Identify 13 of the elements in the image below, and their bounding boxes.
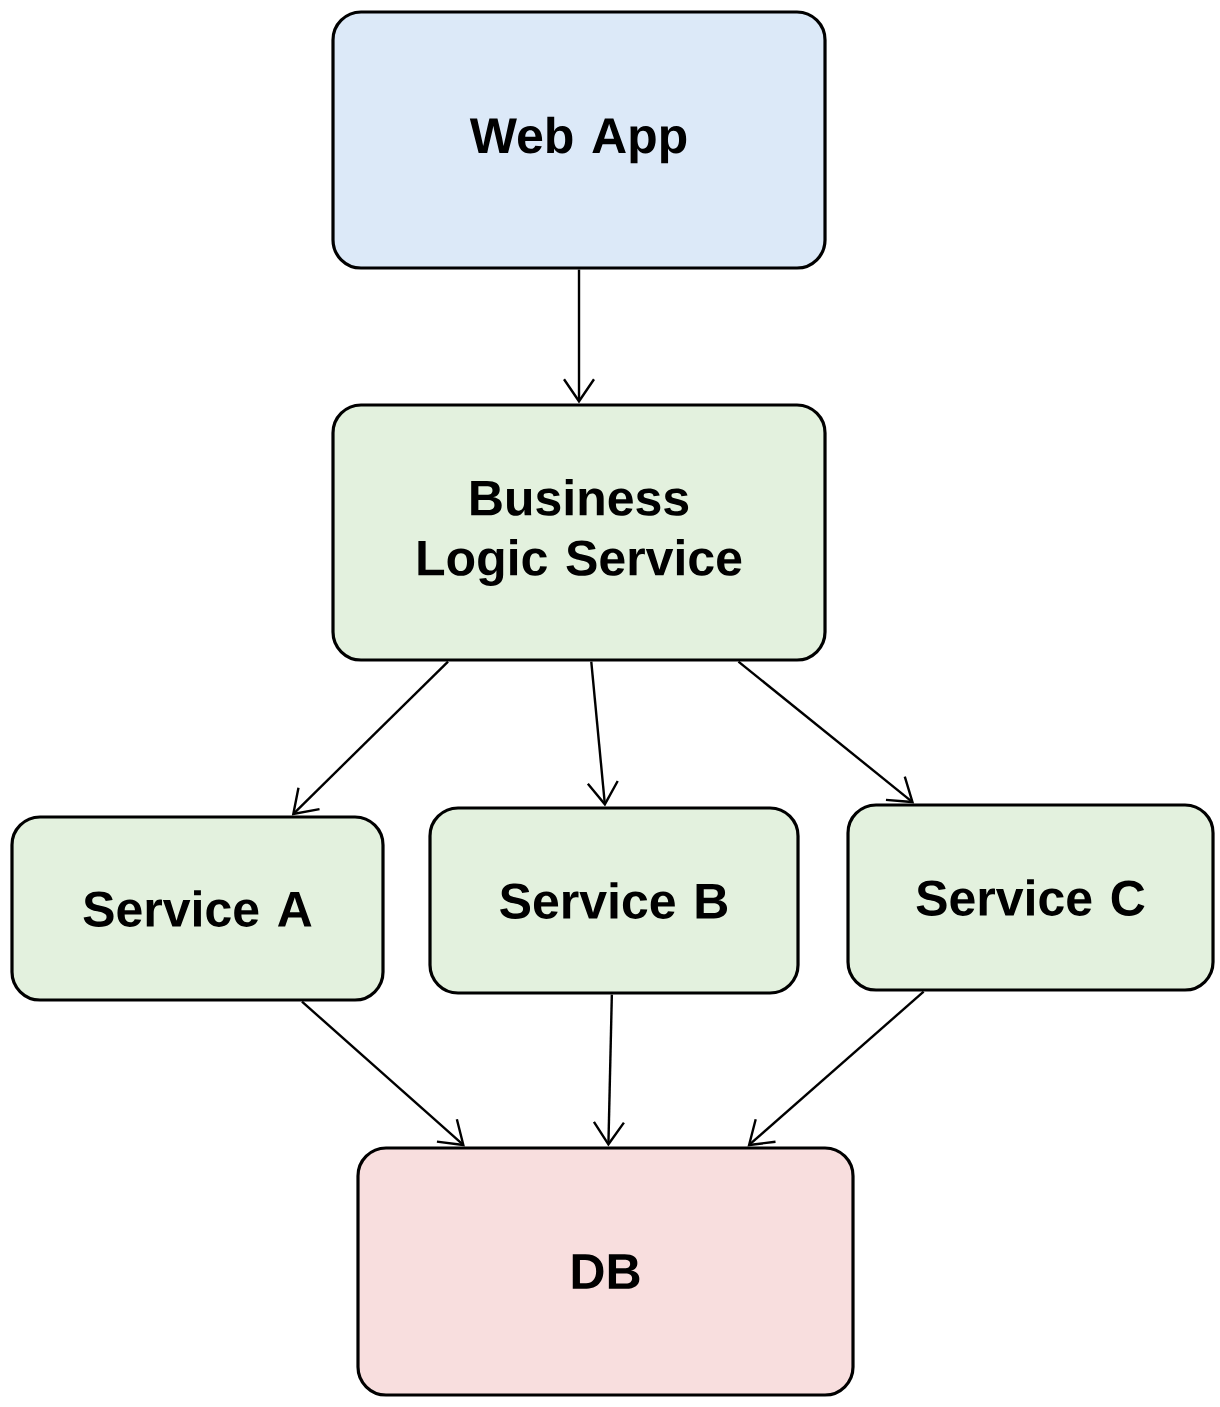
arrow xyxy=(592,994,625,1147)
arrow xyxy=(301,1000,465,1147)
arrow xyxy=(586,661,619,807)
arrow xyxy=(291,660,449,816)
arrow xyxy=(563,269,595,404)
process-box: DB xyxy=(356,1146,855,1397)
process-box: Service B xyxy=(428,806,800,995)
arrow xyxy=(747,990,925,1147)
process-box: Service A xyxy=(10,815,385,1002)
process-box: Web App xyxy=(331,10,827,270)
arrow xyxy=(737,660,915,804)
process-box: Service C xyxy=(846,803,1215,992)
process-box: Business Logic Service xyxy=(331,403,827,662)
